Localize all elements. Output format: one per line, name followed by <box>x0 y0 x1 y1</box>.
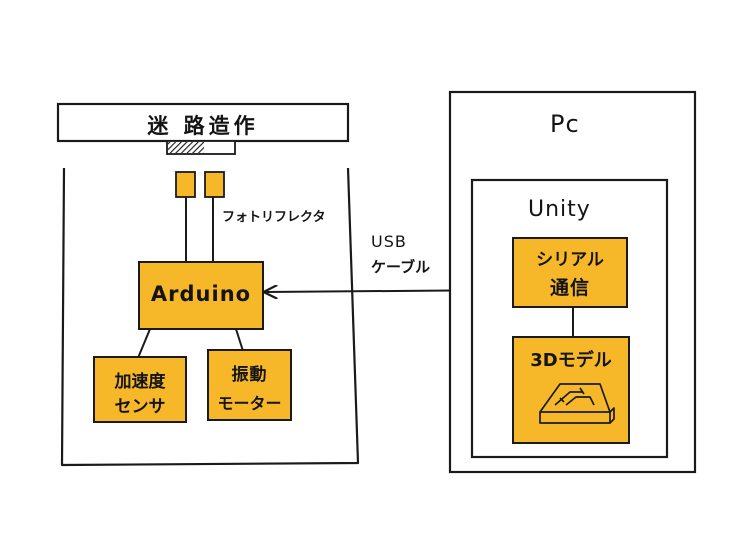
photoreflector-sensor-left <box>175 171 196 198</box>
maze-title-bar <box>56 102 350 143</box>
maze-title: 迷 路造作 <box>147 114 259 138</box>
serial-comm-label-line2: 通信 <box>549 277 590 299</box>
usb-label-line1: USB <box>371 232 407 251</box>
wire-arduino-motor <box>235 328 244 352</box>
serial-comm-label-line1: シリアル <box>536 250 604 270</box>
maze-enclosure <box>60 167 360 467</box>
accel-sensor-box <box>93 356 187 423</box>
vibration-motor-label-line2: モーター <box>217 394 282 413</box>
photoreflector-sensor-right <box>204 171 225 198</box>
model-3d-label: 3Dモデル <box>530 350 612 371</box>
arduino-box <box>138 261 264 330</box>
unity-label: Unity <box>528 197 591 222</box>
maze-3d-sketch-icon <box>539 383 615 424</box>
photoreflector-label: フォトリフレクタ <box>222 210 326 225</box>
pc-title: Pc <box>550 110 580 138</box>
accel-sensor-label-line2: センサ <box>114 397 166 417</box>
wire-arduino-accel <box>137 328 151 359</box>
usb-label-line2: ケーブル <box>371 258 431 276</box>
accel-sensor-label-line1: 加速度 <box>114 372 166 392</box>
vibration-motor-label-line1: 振動 <box>231 365 268 385</box>
maze-slot-hatched <box>168 142 204 153</box>
serial-comm-box <box>512 237 628 308</box>
arduino-label: Arduino <box>150 282 252 306</box>
vibration-motor-box <box>207 349 292 421</box>
model-3d-box <box>512 336 630 444</box>
